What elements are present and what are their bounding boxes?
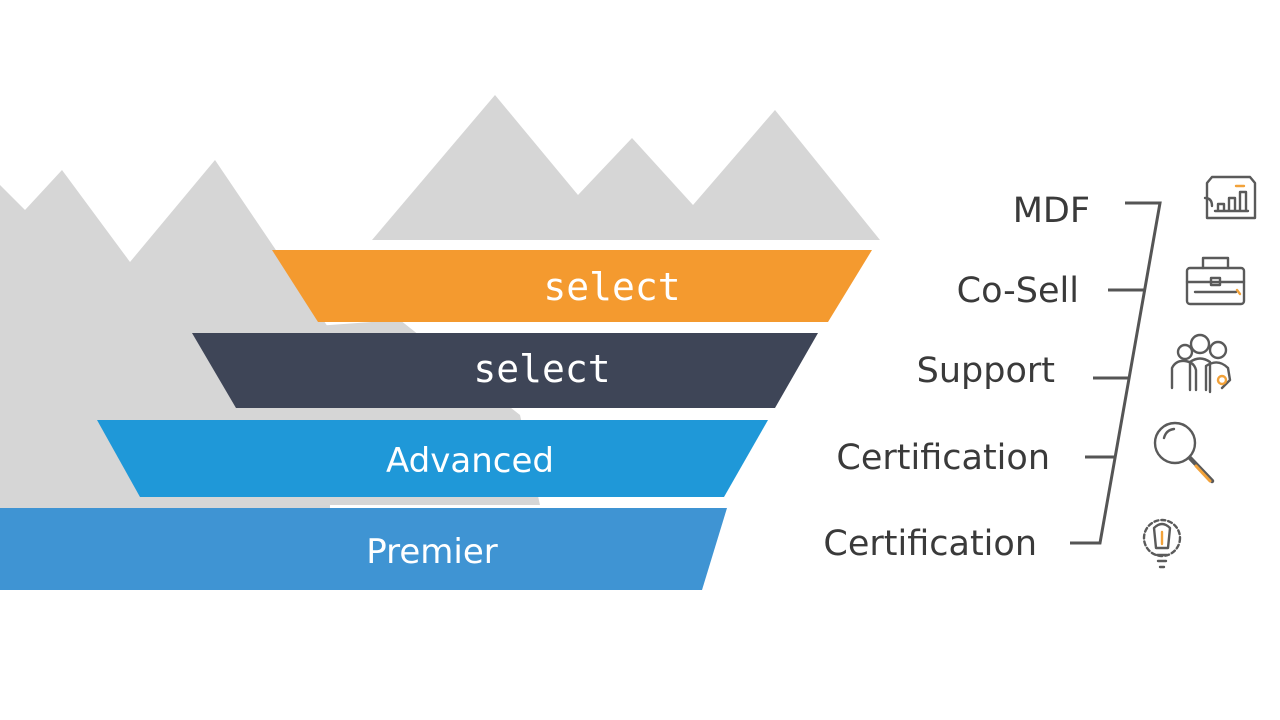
tier-band-premier [0, 508, 727, 590]
benefit-icons [1142, 175, 1257, 569]
benefit-labels: MDF Co-Sell Support Certification Certif… [823, 191, 1090, 564]
benefit-label-support: Support [917, 351, 1055, 391]
tier-bands [0, 250, 872, 590]
benefit-label-certification-1: Certification [836, 438, 1050, 478]
tier-band-advanced [97, 420, 768, 497]
benefits-bracket [1070, 201, 1162, 545]
mountain-right [372, 95, 880, 240]
tier-label-premier: Premier [366, 532, 498, 572]
benefit-label-co-sell: Co-Sell [957, 271, 1079, 311]
tier-band-select-top [272, 250, 872, 322]
benefit-label-certification-2: Certification [823, 524, 1037, 564]
people-group-icon [1170, 333, 1232, 394]
tier-label-select-top: select [543, 265, 680, 309]
tier-labels: select select Advanced Premier [366, 265, 680, 572]
briefcase-icon [1185, 256, 1246, 306]
magnifier-icon [1153, 421, 1215, 484]
lightbulb-idea-icon [1142, 518, 1182, 569]
chart-card-icon [1203, 175, 1257, 220]
tier-band-select-second [192, 333, 818, 408]
benefit-label-mdf: MDF [1013, 191, 1090, 231]
bracket-spine [1070, 201, 1162, 545]
tier-label-advanced: Advanced [386, 441, 554, 481]
tier-label-select-second: select [473, 347, 610, 391]
